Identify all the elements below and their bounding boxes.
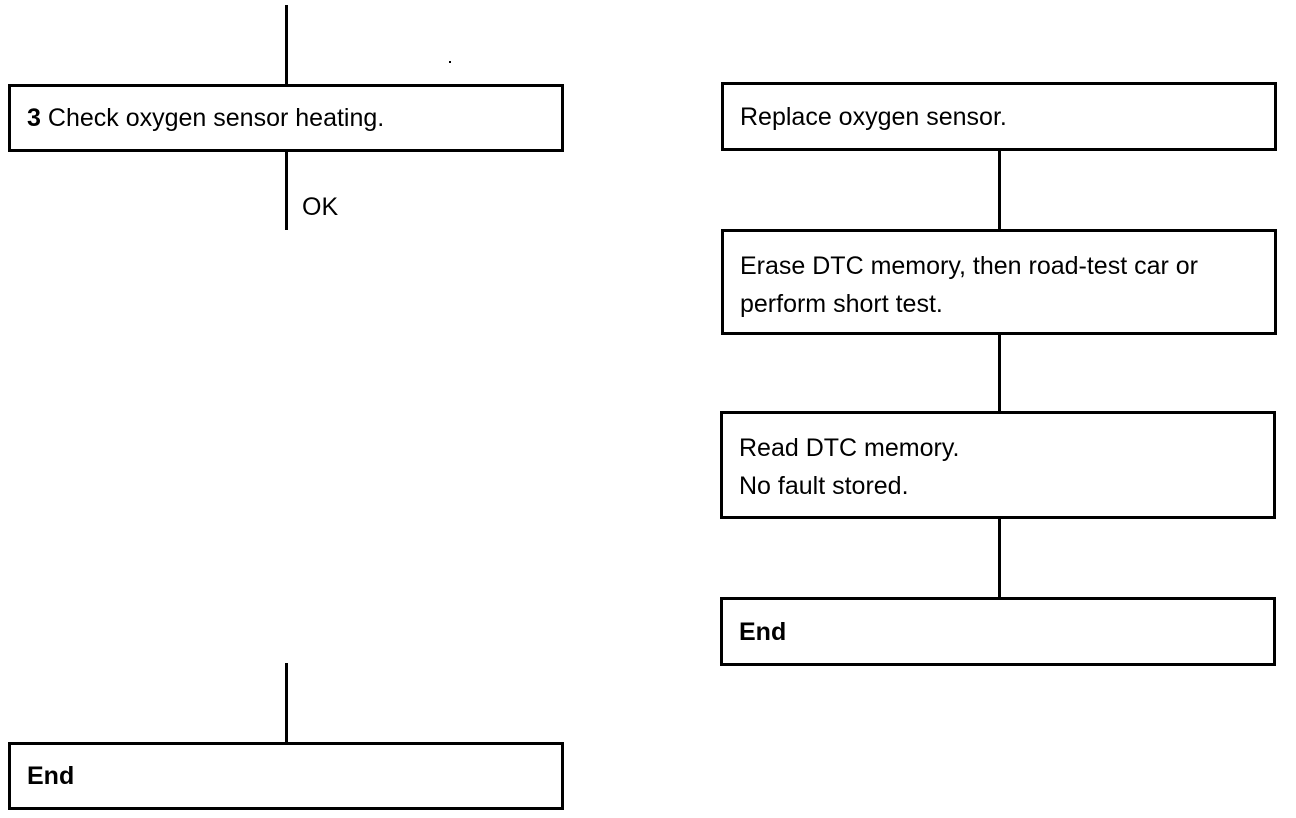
erase-dtc-line-1: Erase DTC memory, then road-test car or: [740, 252, 1199, 280]
erase-dtc-memory-box: Erase DTC memory, then road-test car or …: [721, 229, 1277, 335]
left-end-box: End: [8, 742, 564, 810]
replace-oxygen-sensor-text: Replace oxygen sensor.: [740, 102, 1007, 131]
stray-dot: [449, 61, 451, 63]
right-end-label: End: [739, 617, 787, 646]
connector-read-to-end: [998, 517, 1001, 599]
step3-check-oxygen-sensor-heating-box: 3 Check oxygen sensor heating.: [8, 84, 564, 152]
connector-erase-to-read: [998, 333, 1001, 413]
connector-top-to-step3: [285, 5, 288, 86]
step3-number: 3: [27, 104, 41, 132]
step3-text: Check oxygen sensor heating.: [47, 104, 385, 132]
left-end-label: End: [27, 762, 75, 790]
connector-replace-to-erase: [998, 149, 1001, 231]
ok-edge-label: OK: [302, 193, 339, 221]
connector-to-left-end: [285, 663, 288, 745]
read-dtc-line-2: No fault stored.: [739, 472, 909, 500]
right-end-box: End: [720, 597, 1276, 666]
read-dtc-line-1: Read DTC memory.: [739, 434, 960, 462]
read-dtc-memory-box: Read DTC memory. No fault stored.: [720, 411, 1276, 519]
replace-oxygen-sensor-box: Replace oxygen sensor.: [721, 82, 1277, 151]
erase-dtc-line-2: perform short test.: [740, 290, 943, 318]
connector-step3-ok: [285, 150, 288, 230]
